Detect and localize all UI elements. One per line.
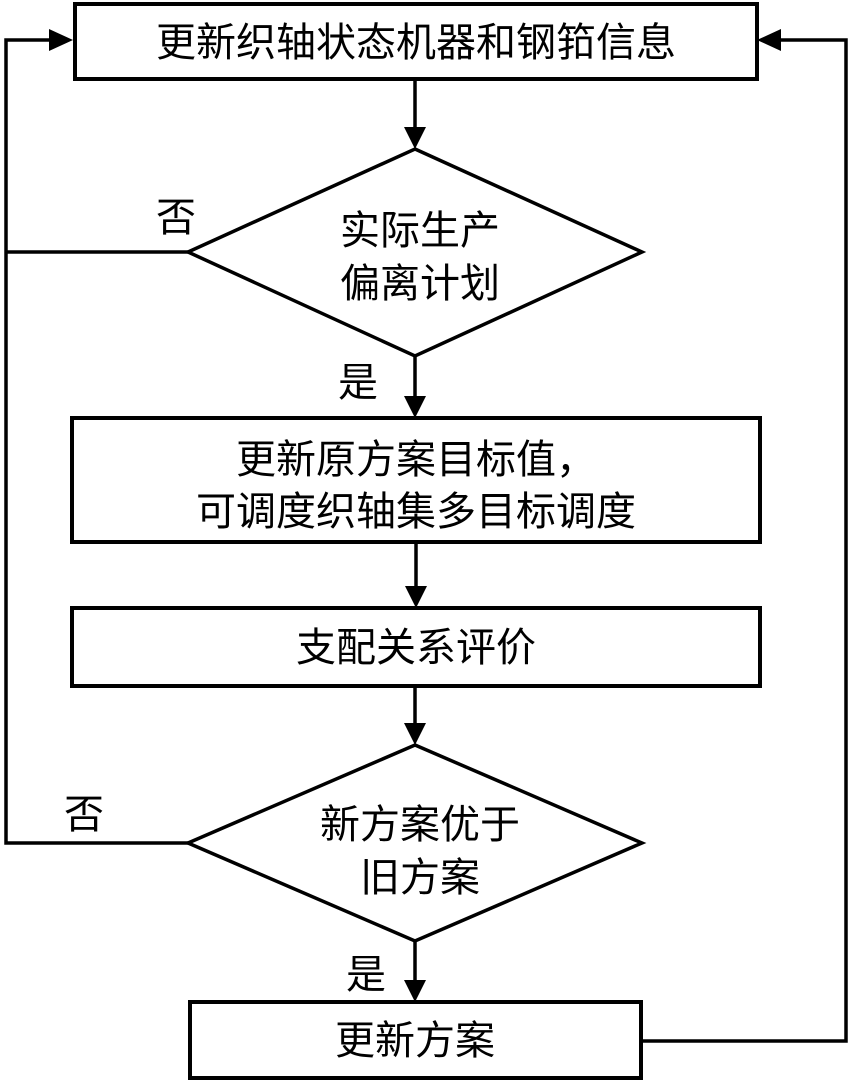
edge-label-deviation-yes: 是 (338, 360, 378, 405)
decision-label-better-line1: 新方案优于 (320, 802, 520, 847)
edge-label-better-yes: 是 (346, 952, 386, 997)
process-box-dominance-eval (70, 606, 762, 688)
process-label-update-targets-line1: 更新原方案目标值， (236, 437, 596, 482)
decision-label-deviation-line1: 实际生产 (340, 208, 500, 253)
process-label-update-status: 更新织轴状态机器和钢筘信息 (156, 20, 676, 65)
arrowhead-into-top-left (49, 29, 73, 51)
process-label-update-plan: 更新方案 (335, 1018, 495, 1063)
arrowhead-better (404, 723, 426, 745)
edge-no-feedback-left (4, 38, 188, 845)
edge-label-deviation-no: 否 (156, 195, 196, 240)
arrowhead-update-plan (404, 980, 426, 1002)
edge-label-better-no: 否 (64, 792, 104, 837)
arrowhead-targets (404, 396, 426, 418)
decision-label-better-line2: 旧方案 (360, 855, 480, 900)
process-box-update-status (73, 2, 759, 81)
arrowhead-dominance (405, 586, 427, 608)
arrowhead-into-top-right (757, 29, 781, 51)
process-label-dominance-eval: 支配关系评价 (296, 625, 536, 670)
process-box-update-plan (188, 1000, 643, 1080)
process-label-update-targets-line2: 可调度织轴集多目标调度 (196, 489, 636, 534)
decision-label-deviation-line2: 偏离计划 (340, 261, 500, 306)
process-box-update-targets (70, 416, 762, 544)
arrowhead-deviation (404, 127, 426, 149)
edge-update-feedback-right (641, 38, 848, 1043)
